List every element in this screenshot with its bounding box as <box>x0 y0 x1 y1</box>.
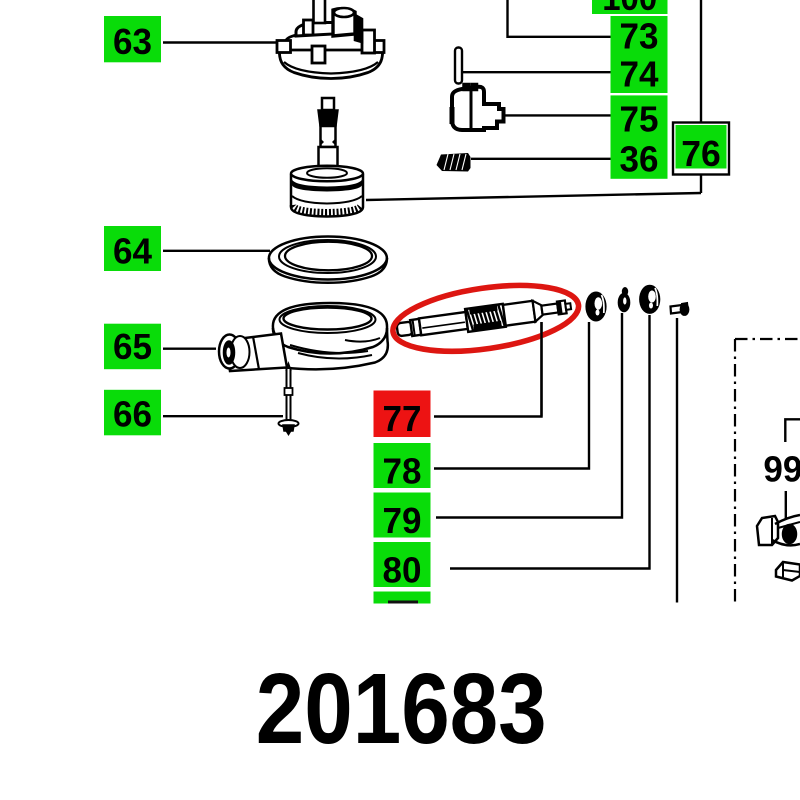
svg-text:75: 75 <box>620 99 659 140</box>
svg-text:78: 78 <box>383 451 422 492</box>
svg-text:76: 76 <box>681 133 721 174</box>
svg-text:79: 79 <box>383 500 422 541</box>
svg-text:80: 80 <box>383 550 422 591</box>
svg-text:63: 63 <box>113 21 152 62</box>
svg-text:77: 77 <box>383 398 422 439</box>
svg-text:99: 99 <box>763 448 800 489</box>
svg-text:64: 64 <box>113 231 152 272</box>
svg-text:65: 65 <box>113 326 152 367</box>
svg-text:66: 66 <box>113 394 152 435</box>
svg-text:201683: 201683 <box>256 652 547 764</box>
svg-text:100: 100 <box>602 0 657 18</box>
svg-text:74: 74 <box>620 53 659 94</box>
svg-text:36: 36 <box>620 139 659 180</box>
